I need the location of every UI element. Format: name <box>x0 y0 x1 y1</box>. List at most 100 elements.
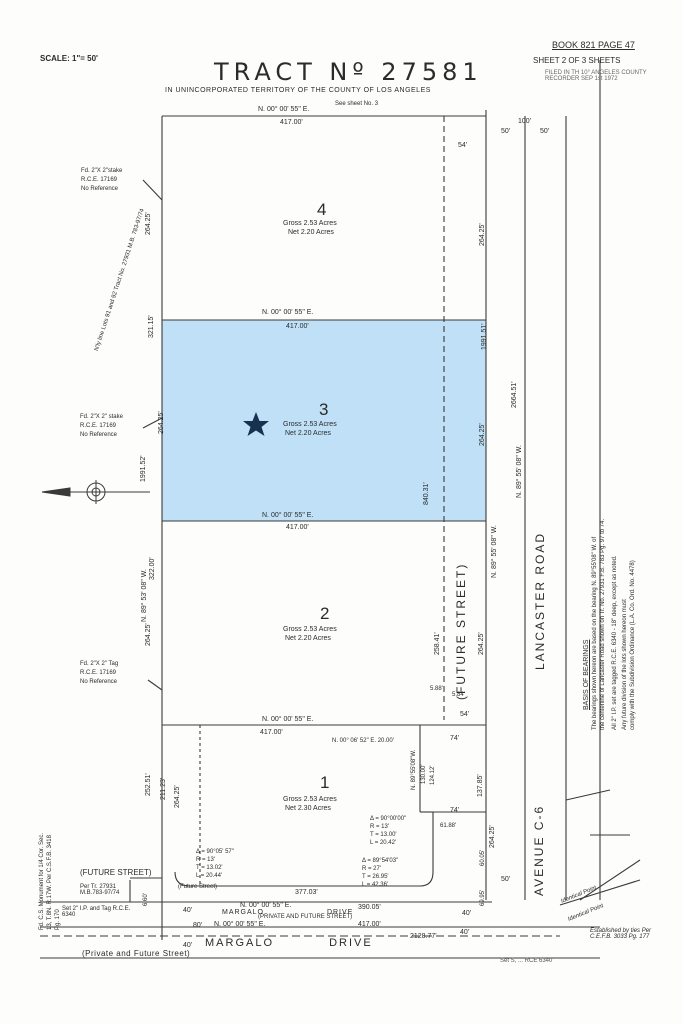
lot-1-gross: Gross 2.53 Acres <box>283 796 337 803</box>
filed-stamp: FILED IN TH 10° ANGELES COUNTY RECORDER … <box>545 70 647 82</box>
dim-61-88: 61.88' <box>440 823 457 829</box>
bearing-east-1: N. 89° 55' 08" W. <box>491 525 498 578</box>
dim-2664: 2664.51' <box>511 381 518 408</box>
dim-124: 124.12' <box>430 765 436 786</box>
lot-2-number: 2 <box>320 604 330 623</box>
lot-3-highlight[interactable] <box>162 320 486 521</box>
dim-321: 321.15' <box>148 315 155 338</box>
dim-5-84: 5.84' <box>452 692 465 698</box>
set-bottom-note: Set S, ... RCE 6340 <box>500 958 553 964</box>
dim-54-a: 54' <box>458 142 468 149</box>
margalo-sub: (PRIVATE AND FUTURE STREET) <box>258 914 353 920</box>
avenue-c6-label: AVENUE C-6 <box>532 804 546 896</box>
dim-6-60: 6.60' <box>143 893 149 906</box>
dim-40-b: 40' <box>183 942 193 949</box>
dim-74-a: 74' <box>450 735 460 742</box>
bearing-lot3-2: N. 00° 00' 55" E. <box>262 512 314 519</box>
dim-137: 137.85' <box>477 774 484 797</box>
curve-3: Δ = 89°54'03"R = 27'T = 26.95'L = 42.36' <box>362 858 399 888</box>
bearing-bottom-2: N. 00° 00' 55" E. <box>214 921 266 928</box>
subtitle: IN UNINCORPORATED TERRITORY OF THE COUNT… <box>165 87 431 94</box>
page-title: TRACT Nº 27581 <box>214 58 483 86</box>
bearing-lot1-diag: N. 89°55'08"W. <box>411 749 417 790</box>
book-page-stamp: BOOK 821 PAGE 47 <box>552 40 635 50</box>
curve-1: Δ = 90°05' 57"R = 13'T = 13.02'L = 20.44… <box>196 849 234 879</box>
dim-377: 377.03' <box>295 889 318 896</box>
dim-74-b: 74' <box>450 807 460 814</box>
dim-258: 258.41' <box>434 632 441 655</box>
dim-60-05: 60.05' <box>480 849 486 866</box>
monument-note: Fd. C.S. Monument for 1/4 Cor. Sec. 13, … <box>39 832 61 930</box>
lot-4-number: 4 <box>317 200 327 219</box>
dim-50-b: 50' <box>540 128 550 135</box>
dim-417-d: 417.00' <box>260 729 283 736</box>
dim-264-lot4-right: 264.25' <box>479 223 486 246</box>
future-street-ref: Per Tr. 27931 M.B.783-97/74 <box>80 884 120 896</box>
dim-69-95: 69.95' <box>480 889 486 906</box>
lot-4-gross: Gross 2.53 Acres <box>283 220 337 227</box>
dim-40-a: 40' <box>183 907 193 914</box>
set-ip-note: Set 2" I.P. and Tag R.C.E. 6340 <box>62 906 131 918</box>
dim-264-lot3-right: 264.25' <box>479 423 486 446</box>
dim-1991-right: 1991.51' <box>481 323 488 350</box>
dim-80: 80' <box>193 922 203 929</box>
dim-5-88: 5.88' <box>430 686 443 692</box>
margalo-drive-small: MARGALO DRIVE <box>222 909 354 916</box>
see-sheet-note: See sheet No. 3 <box>335 101 379 107</box>
dim-840: 840.31' <box>423 482 430 505</box>
dim-417-bottom: 417.00' <box>358 921 381 928</box>
future-street-left: (FUTURE STREET) <box>80 868 152 877</box>
basis-line-5: comply with the Subdivision Ordinance (L… <box>630 560 636 730</box>
dim-211: 211.23' <box>160 777 167 800</box>
dim-264-lot1-left: 264.25' <box>174 785 181 808</box>
basis-line-2: the centerline of Lancaster Road shown o… <box>600 518 606 730</box>
curve-2: Δ = 90°00'00"R = 13'T = 13.00'L = 20.42' <box>370 816 407 846</box>
north-arrow-icon <box>41 480 150 504</box>
dim-264-lot4-left: 264.25' <box>145 212 152 235</box>
future-street-small: (Future Street) <box>178 884 218 890</box>
dim-264-lot3-left: 264.25' <box>158 411 165 434</box>
dim-264-lot2-left: 264.25' <box>145 623 152 646</box>
lot-1-number: 1 <box>320 773 330 792</box>
lot-3-gross: Gross 2.53 Acres <box>283 421 337 428</box>
dim-264-lot1-right: 264.25' <box>489 825 496 848</box>
bearing-lot1-inner: N. 00° 06' 52" E. 20.00' <box>332 738 394 744</box>
established-note: Established by ties Per C.E.F.B. 3033 Pg… <box>590 928 652 940</box>
sheet-label: SHEET 2 OF 3 SHEETS <box>533 56 621 65</box>
dim-2128: 2128.77' <box>410 933 437 940</box>
bearing-west-side: N. 89° 53' 08" W. <box>141 569 148 622</box>
basis-line-3: All 2" I.P. set are tagged R.C.E. 6340 -… <box>612 555 618 730</box>
bearing-lot4-3: N. 00° 00' 55" E. <box>262 309 314 316</box>
dim-40-c: 40' <box>462 910 472 917</box>
dim-390: 390.05' <box>358 904 381 911</box>
private-future-street: (Private and Future Street) <box>82 949 191 958</box>
dim-50-a: 50' <box>501 128 511 135</box>
dim-130: 130.00' <box>421 764 427 785</box>
dim-417-c: 417.00' <box>286 524 309 531</box>
dim-264-lot2-right: 264.25' <box>478 632 485 655</box>
star-icon <box>243 412 269 436</box>
basis-line-1: The bearings shown hereon are based on t… <box>592 536 598 730</box>
dim-417-b: 417.00' <box>286 323 309 330</box>
lot-4-net: Net 2.20 Acres <box>288 229 334 236</box>
dim-100: 100' <box>518 118 532 125</box>
basis-of-bearings-title: BASIS OF BEARINGS <box>583 639 590 710</box>
lot-3-number: 3 <box>319 400 329 419</box>
lot-2-net: Net 2.20 Acres <box>285 635 331 642</box>
lot-2-gross: Gross 2.53 Acres <box>283 626 337 633</box>
lot-3-net: Net 2.20 Acres <box>285 430 331 437</box>
dim-417-top: 417.00' <box>280 119 303 126</box>
margalo-drive-big: MARGALO DRIVE <box>205 937 373 949</box>
bearing-east-2: N. 89° 55' 08" W. <box>516 445 523 498</box>
dim-54-b: 54' <box>460 711 470 718</box>
bearing-lot2-1: N. 00° 00' 55" E. <box>262 716 314 723</box>
dim-252: 252.51' <box>145 773 152 796</box>
bearing-bottom-1: N. 00° 00' 55" E. <box>240 902 292 909</box>
dim-1991-left: 1991.52' <box>140 455 147 482</box>
dim-322: 322.00' <box>149 557 156 580</box>
